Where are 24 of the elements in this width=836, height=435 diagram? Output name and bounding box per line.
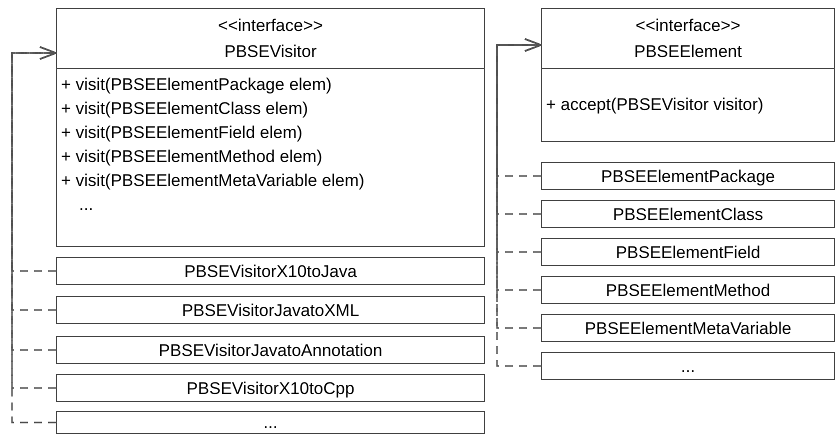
class-box: PBSEElementMetaVariable bbox=[541, 314, 835, 342]
stereotype-label: <<interface>> bbox=[636, 14, 740, 36]
class-box: PBSEVisitorX10toCpp bbox=[56, 374, 485, 402]
method-signature: + visit(PBSEElementMethod elem) bbox=[61, 146, 324, 168]
method-signature: + visit(PBSEElementPackage elem) bbox=[61, 74, 333, 96]
method-signature: + visit(PBSEElementField elem) bbox=[61, 122, 304, 144]
class-box: PBSEElementField bbox=[541, 238, 835, 266]
interface-box bbox=[541, 8, 835, 142]
method-signature: + accept(PBSEVisitor visitor) bbox=[546, 94, 764, 116]
class-box: PBSEElementPackage bbox=[541, 162, 835, 190]
class-box: ... bbox=[541, 352, 835, 380]
class-box: PBSEVisitorJavatoAnnotation bbox=[56, 336, 485, 364]
method-signature: + visit(PBSEElementClass elem) bbox=[61, 98, 310, 120]
class-box: ... bbox=[56, 411, 485, 434]
ellipsis-text: ... bbox=[78, 194, 94, 216]
interface-name: PBSEElement bbox=[634, 40, 742, 62]
class-box: PBSEElementClass bbox=[541, 200, 835, 228]
interface-box bbox=[56, 8, 485, 247]
class-box: PBSEVisitorX10toJava bbox=[56, 257, 485, 285]
stereotype-label: <<interface>> bbox=[218, 14, 323, 36]
method-signature: + visit(PBSEElementMetaVariable elem) bbox=[61, 170, 366, 192]
class-box: PBSEVisitorJavatoXML bbox=[56, 296, 485, 324]
class-box: PBSEElementMethod bbox=[541, 276, 835, 304]
interface-name: PBSEVisitor bbox=[224, 40, 317, 62]
